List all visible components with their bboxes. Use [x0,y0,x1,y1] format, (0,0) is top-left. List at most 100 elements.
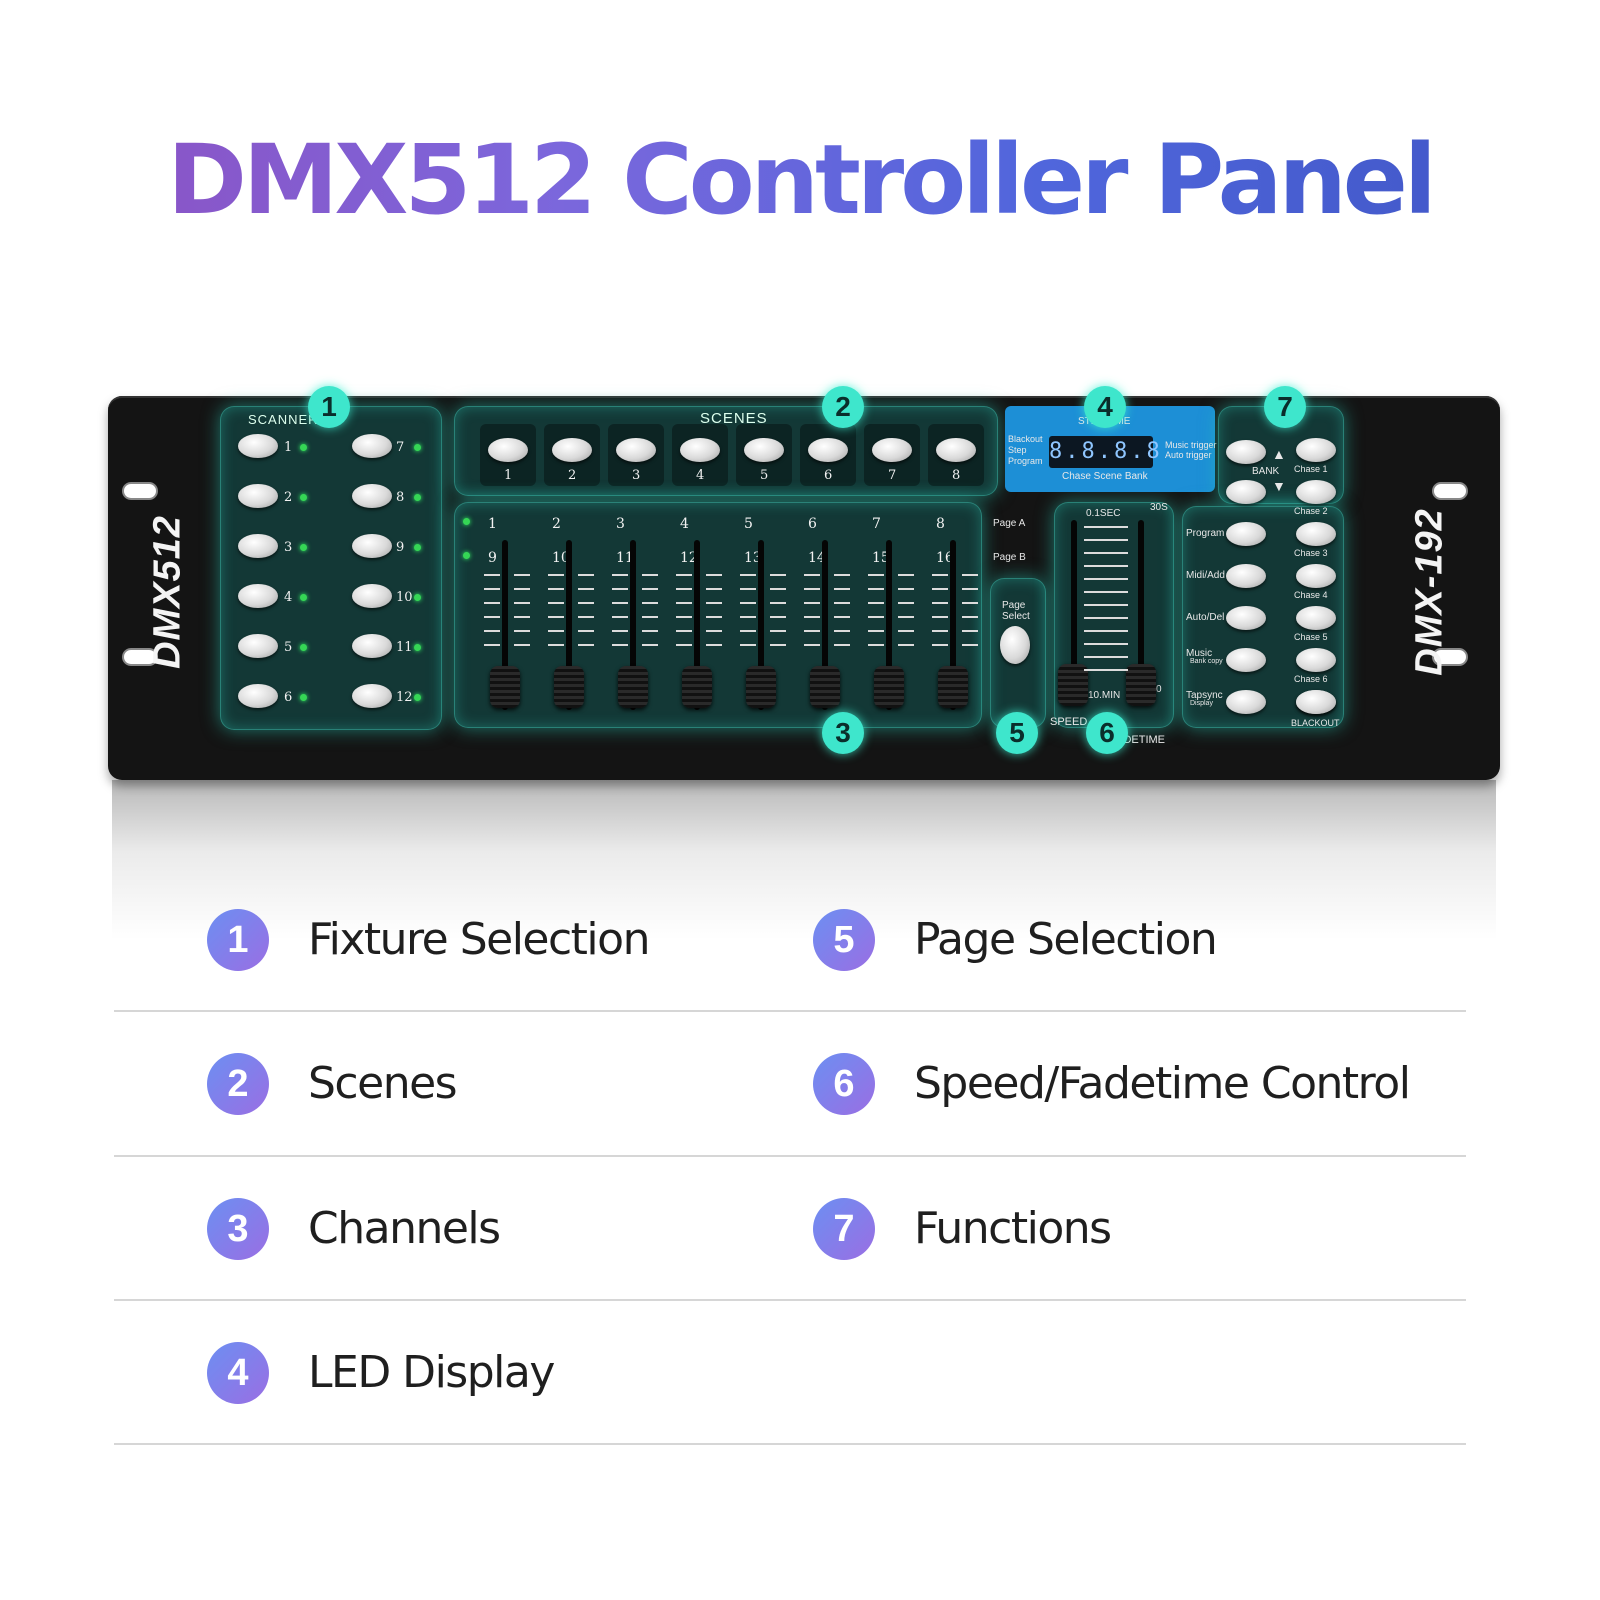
chase-button[interactable] [1296,648,1336,672]
fader-tick [676,616,692,618]
speed-top-right: 30S [1150,502,1168,513]
legend-label: Speed/Fadetime Control [914,1058,1411,1109]
function-button[interactable] [1226,648,1266,672]
fader-tick [962,630,978,632]
page-led [463,552,470,559]
bank-label: BANK [1252,466,1280,477]
function-button[interactable] [1226,522,1266,546]
scanner-button[interactable] [238,684,278,708]
chase-label: Chase 6 [1294,674,1328,684]
scanner-button[interactable] [352,634,392,658]
scene-number: 1 [504,468,513,483]
chase-button[interactable] [1296,564,1336,588]
channel-fader-knob[interactable] [938,666,968,708]
scanner-button[interactable] [238,434,278,458]
fader-tick [868,630,884,632]
scene-button[interactable] [744,438,784,462]
fader-tick [962,588,978,590]
scenes-label: SCENES [700,410,768,427]
function-sublabel: Bank copy [1190,658,1223,665]
bank-up-button[interactable] [1226,440,1266,464]
function-button[interactable] [1226,564,1266,588]
speed-fader-knob[interactable] [1058,664,1088,706]
channel-fader-knob[interactable] [874,666,904,708]
speed-tick [1084,552,1128,554]
speed-tick [1084,604,1128,606]
bank-down-button[interactable] [1226,480,1266,504]
function-button[interactable] [1226,606,1266,630]
channel-fader-knob[interactable] [554,666,584,708]
function-label: Midi/Add [1186,570,1225,581]
channel-fader-slot [758,540,764,710]
scanner-button[interactable] [238,634,278,658]
channel-number: 1 [488,516,497,532]
mount-hole [1432,648,1468,666]
fader-tick [612,644,628,646]
scanners-label: SCANNERS [248,412,329,427]
channel-number: 7 [872,516,881,532]
scanner-button[interactable] [352,534,392,558]
speed-tick [1084,643,1128,645]
scene-button[interactable] [936,438,976,462]
fader-tick [484,644,500,646]
speed-tick [1084,565,1128,567]
fader-tick [612,630,628,632]
fader-tick [514,574,530,576]
scanner-button[interactable] [238,534,278,558]
fader-tick [898,616,914,618]
scene-button[interactable] [616,438,656,462]
channel-fader-knob[interactable] [746,666,776,708]
channel-number: 9 [488,550,497,566]
fader-tick [804,616,820,618]
legend-label: Scenes [308,1058,458,1109]
legend-label: Functions [914,1203,1112,1254]
fader-tick [868,602,884,604]
fader-tick [706,602,722,604]
channel-fader-knob[interactable] [490,666,520,708]
scanner-led [300,644,307,651]
channel-fader-knob[interactable] [618,666,648,708]
channel-fader-knob[interactable] [682,666,712,708]
scanner-button[interactable] [238,484,278,508]
fader-tick [770,588,786,590]
page-select-button[interactable] [1000,626,1030,664]
chase-button[interactable] [1296,522,1336,546]
scanner-button[interactable] [238,584,278,608]
scanner-button[interactable] [352,484,392,508]
legend-divider [114,1010,1466,1012]
scene-button[interactable] [872,438,912,462]
fader-tick [514,616,530,618]
legend-label: LED Display [308,1347,555,1398]
fader-tick [548,616,564,618]
channel-fader-slot [566,540,572,710]
scanner-led [414,494,421,501]
scene-number: 3 [632,468,641,483]
scanner-button[interactable] [352,434,392,458]
chase-button[interactable] [1296,438,1336,462]
scene-button[interactable] [488,438,528,462]
channel-fader-knob[interactable] [810,666,840,708]
function-label: Auto/Del [1186,612,1225,623]
scanner-button[interactable] [352,684,392,708]
channel-number: 13 [744,550,762,566]
scene-number: 6 [824,468,833,483]
scanner-number: 2 [284,490,293,505]
zone-badge: 6 [1086,712,1128,754]
fader-tick [962,616,978,618]
fader-tick [932,630,948,632]
scanner-number: 7 [396,440,405,455]
scanner-button[interactable] [352,584,392,608]
page-led [463,518,470,525]
fader-tick [548,574,564,576]
blackout-button[interactable] [1296,690,1336,714]
fadetime-fader-knob[interactable] [1126,664,1156,706]
scene-button[interactable] [808,438,848,462]
fader-tick [834,588,850,590]
scene-number: 7 [888,468,897,483]
page-title: DMX512 Controller Panel [0,127,1600,234]
chase-button[interactable] [1296,606,1336,630]
scene-button[interactable] [680,438,720,462]
scene-button[interactable] [552,438,592,462]
chase-button[interactable] [1296,480,1336,504]
function-button[interactable] [1226,690,1266,714]
